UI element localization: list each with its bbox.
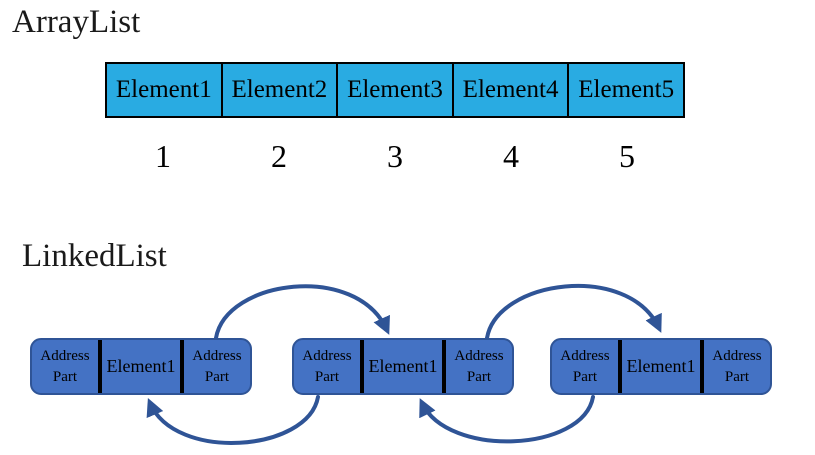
node-address-part-left: Address Part [560, 348, 610, 385]
array-index: 5 [619, 137, 635, 174]
node-address-part-left: Address Part [302, 348, 352, 385]
node-element: Element1 [626, 356, 696, 376]
node-element: Element1 [368, 356, 438, 376]
linkedlist-node: Address Part Element1 Address Part [292, 338, 514, 395]
node-address-part-right: Address Part [712, 348, 762, 385]
array-cell: Element3 [338, 64, 454, 116]
array-index: 3 [387, 137, 403, 174]
next-arrow-node1-to-node2 [214, 284, 390, 340]
node-divider [360, 340, 364, 393]
arraylist-cells-row: Element1 Element2 Element3 Element4 Elem… [105, 62, 685, 118]
node-divider [442, 340, 446, 393]
node-divider [98, 340, 102, 393]
array-cell: Element4 [453, 64, 570, 116]
linkedlist-title: LinkedList [22, 238, 167, 274]
node-divider [700, 340, 704, 393]
arraylist-index-row: 1 2 3 4 5 [105, 138, 685, 174]
array-cell: Element1 [107, 64, 223, 116]
node-divider [618, 340, 622, 393]
prev-arrow-node3-to-node2 [419, 395, 595, 444]
array-index: 4 [503, 137, 519, 174]
node-element: Element1 [106, 356, 176, 376]
node-address-part-left: Address Part [40, 348, 90, 385]
node-address-part-right: Address Part [454, 348, 504, 385]
linkedlist-node: Address Part Element1 Address Part [30, 338, 252, 395]
array-cell: Element2 [222, 64, 339, 116]
arraylist-title: ArrayList [12, 4, 141, 40]
node-divider [180, 340, 184, 393]
array-cell: Element5 [569, 64, 683, 116]
node-address-part-right: Address Part [192, 348, 242, 385]
prev-arrow-node2-to-node1 [146, 395, 320, 445]
array-index: 2 [271, 137, 287, 174]
linkedlist-node: Address Part Element1 Address Part [550, 338, 772, 395]
array-index: 1 [155, 137, 171, 174]
next-arrow-node2-to-node3 [485, 284, 662, 340]
